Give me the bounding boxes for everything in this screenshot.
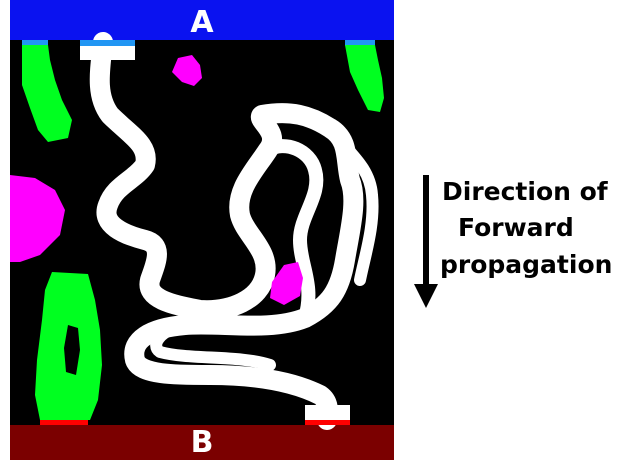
legend-line-1: Direction of: [442, 177, 609, 206]
direction-arrow-head: [414, 284, 438, 308]
percolating-path-branch: [324, 122, 379, 286]
legend-line-3: propagation: [440, 250, 612, 279]
path-bottom-exit: [305, 405, 350, 421]
isolated-cluster: [172, 55, 202, 86]
percolating-path-lower-arm: [150, 319, 276, 371]
percolating-path-inner-loop: [261, 139, 324, 325]
bottom-band-label: B: [191, 425, 214, 460]
top-band-label: A: [190, 5, 214, 40]
dead-end-cluster: [345, 45, 384, 112]
dead-end-cluster-hole: [64, 325, 80, 375]
top-connection-marker: [345, 40, 375, 46]
dead-end-cluster: [22, 45, 72, 142]
isolated-cluster: [10, 175, 65, 262]
bottom-connection-marker: [305, 420, 350, 425]
top-connection-marker: [80, 40, 135, 46]
top-band: [10, 0, 394, 40]
percolating-path: [89, 32, 364, 430]
bottom-band: [10, 425, 394, 460]
top-connection-marker: [22, 40, 48, 46]
isolated-cluster: [270, 262, 303, 305]
bottom-connection-marker: [40, 420, 88, 425]
legend-line-2: Forward: [458, 213, 574, 242]
